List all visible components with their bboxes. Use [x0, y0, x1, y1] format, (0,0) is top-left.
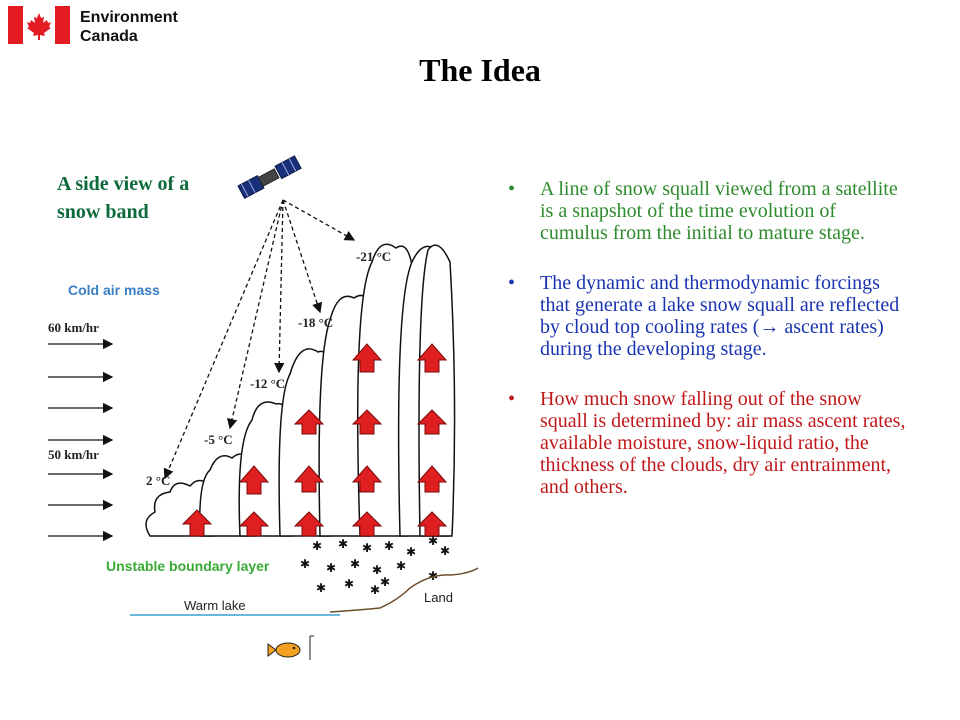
svg-text:✱: ✱ [372, 563, 382, 577]
svg-text:✱: ✱ [428, 569, 438, 583]
land-label: Land [424, 590, 453, 605]
cumulus-clouds [145, 243, 456, 537]
canada-flag-icon [8, 6, 70, 44]
ascent-arrow [293, 465, 325, 493]
ascent-arrows [181, 343, 448, 537]
ascent-arrow [416, 465, 448, 493]
ascent-arrow [293, 511, 325, 537]
ascent-arrow [351, 409, 383, 435]
ascent-arrow [416, 511, 448, 537]
satellite-view-lines [163, 199, 356, 480]
svg-text:✱: ✱ [300, 557, 310, 571]
svg-text:✱: ✱ [406, 545, 416, 559]
fish-icon [267, 635, 314, 660]
svg-text:✱: ✱ [396, 559, 406, 573]
bullet-dot: • [508, 178, 516, 200]
land-line [329, 567, 479, 613]
ascent-arrow [238, 511, 270, 537]
bullet-item-2: • The dynamic and thermodynamic forcings… [508, 272, 908, 360]
environment-canada-logo: Environment Canada [8, 6, 208, 46]
logo-line-1: Environment [80, 9, 178, 26]
bullet-item-1: • A line of snow squall viewed from a sa… [508, 178, 908, 244]
side-view-title: A side view of a snow band [57, 173, 190, 223]
wind-speed-bottom-label: 50 km/hr [48, 447, 99, 462]
ascent-arrow [416, 409, 448, 435]
bullet-text-2: The dynamic and thermodynamic forcings t… [540, 272, 900, 360]
svg-text:✱: ✱ [338, 537, 348, 551]
wind-speed-top-label: 60 km/hr [48, 320, 99, 335]
cold-air-mass-label: Cold air mass [68, 282, 160, 298]
svg-text:✱: ✱ [344, 577, 354, 591]
svg-text:✱: ✱ [384, 539, 394, 553]
logo-text: Environment Canada [80, 8, 178, 46]
ascent-arrow [238, 465, 270, 495]
bullet-list: • A line of snow squall viewed from a sa… [508, 178, 908, 526]
ascent-arrow [416, 343, 448, 373]
temp-label-minus18c: -18 °C [298, 315, 334, 330]
svg-text:✱: ✱ [370, 583, 380, 597]
bullet-dot: • [508, 388, 516, 410]
temp-label-minus12c: -12 °C [250, 376, 286, 391]
wind-arrows [48, 338, 114, 542]
svg-text:✱: ✱ [362, 541, 372, 555]
warm-lake-label: Warm lake [184, 598, 246, 613]
bullet-item-3: • How much snow falling out of the snow … [508, 388, 908, 498]
svg-text:✱: ✱ [380, 575, 390, 589]
svg-text:✱: ✱ [326, 561, 336, 575]
satellite-icon [237, 155, 302, 199]
bullet-text-3: How much snow falling out of the snow sq… [540, 388, 906, 498]
svg-text:✱: ✱ [428, 534, 438, 548]
logo-line-2: Canada [80, 28, 138, 45]
svg-text:✱: ✱ [350, 557, 360, 571]
svg-text:✱: ✱ [316, 581, 326, 595]
ascent-arrow [351, 343, 383, 373]
snowflakes: ✱✱✱ ✱✱✱ ✱✱✱ ✱✱✱ ✱✱✱ ✱✱ [300, 534, 450, 597]
bullet-dot: • [508, 272, 516, 294]
bullet-text-1: A line of snow squall viewed from a sate… [540, 178, 898, 244]
cloud-tower-8 [418, 244, 456, 537]
temp-label-minus5c: -5 °C [204, 432, 233, 447]
temp-label-2c: 2 °C [146, 473, 171, 488]
ascent-arrow [351, 465, 383, 493]
temp-label-minus21c: -21 °C [356, 249, 392, 264]
svg-text:✱: ✱ [312, 539, 322, 553]
ascent-arrow [293, 409, 325, 435]
unstable-boundary-layer-label: Unstable boundary layer [106, 558, 270, 574]
page-title: The Idea [419, 52, 541, 88]
ascent-arrow [181, 509, 213, 537]
ascent-arrow [351, 511, 383, 537]
svg-text:✱: ✱ [440, 544, 450, 558]
